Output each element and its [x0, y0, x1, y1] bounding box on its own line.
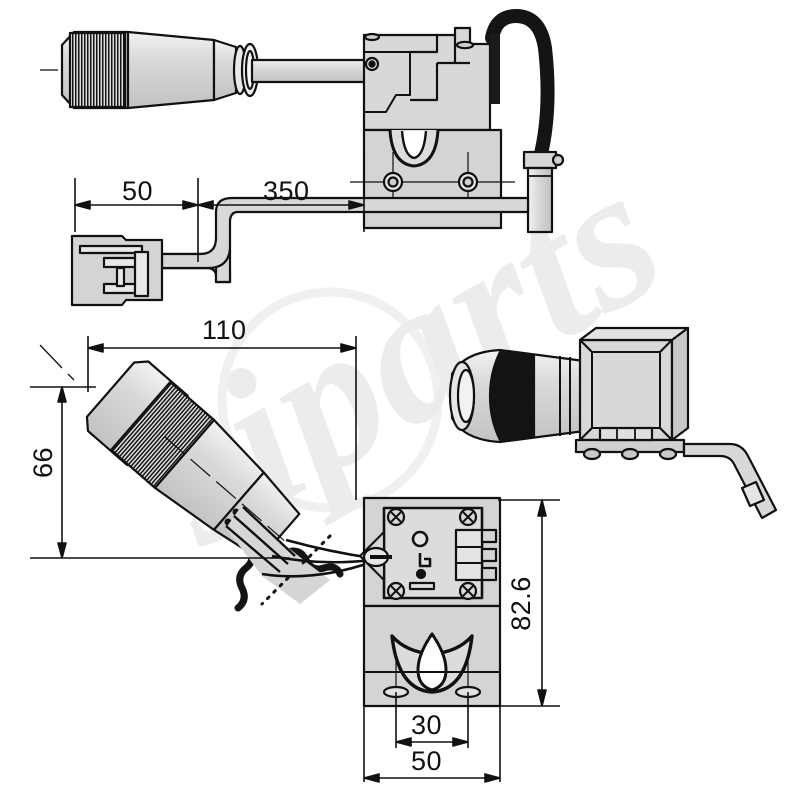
- valve-body-detail-a: [364, 51, 411, 113]
- barrel-black-band: [488, 350, 536, 442]
- conduit-rib-2: [233, 515, 289, 565]
- housing-foot: [582, 447, 602, 461]
- arrow: [340, 343, 357, 353]
- arrow: [57, 386, 67, 403]
- angled-centerline: [164, 436, 285, 541]
- arrow: [182, 200, 199, 210]
- dimension-label-82-6: 82.6: [505, 576, 536, 631]
- cube-housing-view: [448, 326, 778, 520]
- fitting-tube: [526, 166, 554, 234]
- dimension-label-350: 350: [263, 176, 310, 206]
- indicator-key: [411, 530, 432, 568]
- plug-slot-1: [78, 244, 144, 255]
- arrow: [74, 200, 91, 210]
- bracket-arm: [682, 442, 778, 520]
- arrow: [363, 773, 380, 783]
- arrow: [484, 773, 501, 783]
- base-terminal: [598, 426, 654, 442]
- cube-corner-a: [579, 339, 593, 353]
- wire-3: [261, 560, 373, 578]
- arrow: [537, 689, 547, 707]
- housing-foot: [620, 447, 640, 461]
- terminal-block: [454, 528, 484, 582]
- screw-slot: [461, 510, 475, 524]
- dimension-lines: [30, 150, 560, 783]
- indicator-bar: [408, 581, 436, 591]
- flexible-cable: [485, 9, 555, 165]
- screw-head: [363, 32, 381, 42]
- valve-body-detail-c: [410, 61, 470, 102]
- cable-fitting: [522, 150, 558, 170]
- dimension-label-110: 110: [202, 315, 247, 345]
- mounting-hole-inner: [462, 176, 474, 188]
- screw-slot: [461, 584, 475, 598]
- base-terminal-div: [616, 428, 636, 440]
- connector-shaft: [250, 58, 370, 84]
- arrow: [57, 542, 67, 559]
- mounting-hole-inner: [387, 176, 399, 188]
- cube-corner-d: [579, 427, 593, 441]
- dimension-label-50-bottom: 50: [411, 746, 443, 776]
- plug-contact: [133, 250, 150, 298]
- cube-side-face: [670, 326, 690, 442]
- top-connector-assembly: [40, 9, 565, 307]
- barrel-end-ring-inner: [456, 368, 476, 424]
- cube-housing: [578, 338, 674, 442]
- terminal-tab: [480, 566, 498, 582]
- bracket-clip-front-inner: [416, 632, 448, 692]
- cable-lug: [490, 34, 500, 104]
- knurled-band: [68, 31, 127, 109]
- screw-slot: [389, 584, 403, 598]
- arrow: [452, 737, 469, 747]
- terminal-tab: [480, 528, 498, 544]
- cube-corner-c: [659, 427, 673, 441]
- fitting-knob: [551, 153, 565, 167]
- cube-corner-b: [659, 339, 673, 353]
- housing-foot: [658, 447, 678, 461]
- terminal-tab: [480, 547, 498, 563]
- screw-head: [455, 40, 475, 50]
- arrow: [537, 499, 547, 517]
- arrow: [87, 343, 104, 353]
- conduit-rib-1: [242, 506, 296, 557]
- arrow: [348, 200, 365, 210]
- valve-body-detail-b: [410, 35, 439, 54]
- dimension-label-30: 30: [411, 710, 443, 740]
- terminal-block-div: [456, 546, 482, 564]
- connector-body: [126, 30, 216, 110]
- bracket-clip-inner: [400, 130, 428, 160]
- cube-top-face: [578, 326, 690, 342]
- hidden-outline: [260, 534, 332, 606]
- indicator-dot: [415, 568, 427, 580]
- supply-tube-main: [160, 196, 530, 270]
- conduit-rib-3: [225, 525, 281, 573]
- dimension-label-66: 66: [28, 446, 59, 479]
- screw-slot: [389, 510, 403, 524]
- dimension-label-50: 50: [122, 176, 154, 206]
- arrow: [197, 200, 214, 210]
- arrow: [395, 737, 412, 747]
- centerline: [39, 344, 75, 381]
- bracket-arm-tab: [740, 480, 766, 508]
- plug-pin: [115, 266, 126, 288]
- connector-body-2: [212, 38, 238, 102]
- pivot-hole-inner: [368, 60, 376, 68]
- angled-connector-view: [39, 344, 502, 708]
